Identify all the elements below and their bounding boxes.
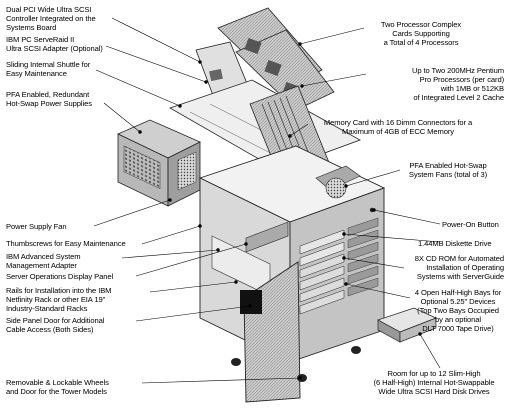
processor-cards	[217, 7, 335, 111]
side-door	[240, 261, 301, 403]
callout-power-button: Power-On Button	[442, 220, 499, 229]
callout-memory: Memory Card with 16 Dimm Connectors for …	[323, 118, 473, 136]
wheels	[231, 346, 361, 382]
callout-ops-panel: Server Operations Display Panel	[6, 272, 114, 281]
loose-hard-disk	[377, 307, 437, 343]
ops-panel	[245, 221, 289, 253]
callout-thumbscrews: Thumbscrews for Easy Maintenance	[6, 239, 126, 248]
callout-hdd: Room for up to 12 Slim-High(6 Half-High)…	[373, 369, 495, 396]
callout-diskette: 1.44MB Diskette Drive	[418, 239, 492, 248]
callout-psu-fan: Power Supply Fan	[6, 222, 67, 231]
leader-lines	[93, 17, 441, 384]
power-supplies	[117, 119, 201, 207]
